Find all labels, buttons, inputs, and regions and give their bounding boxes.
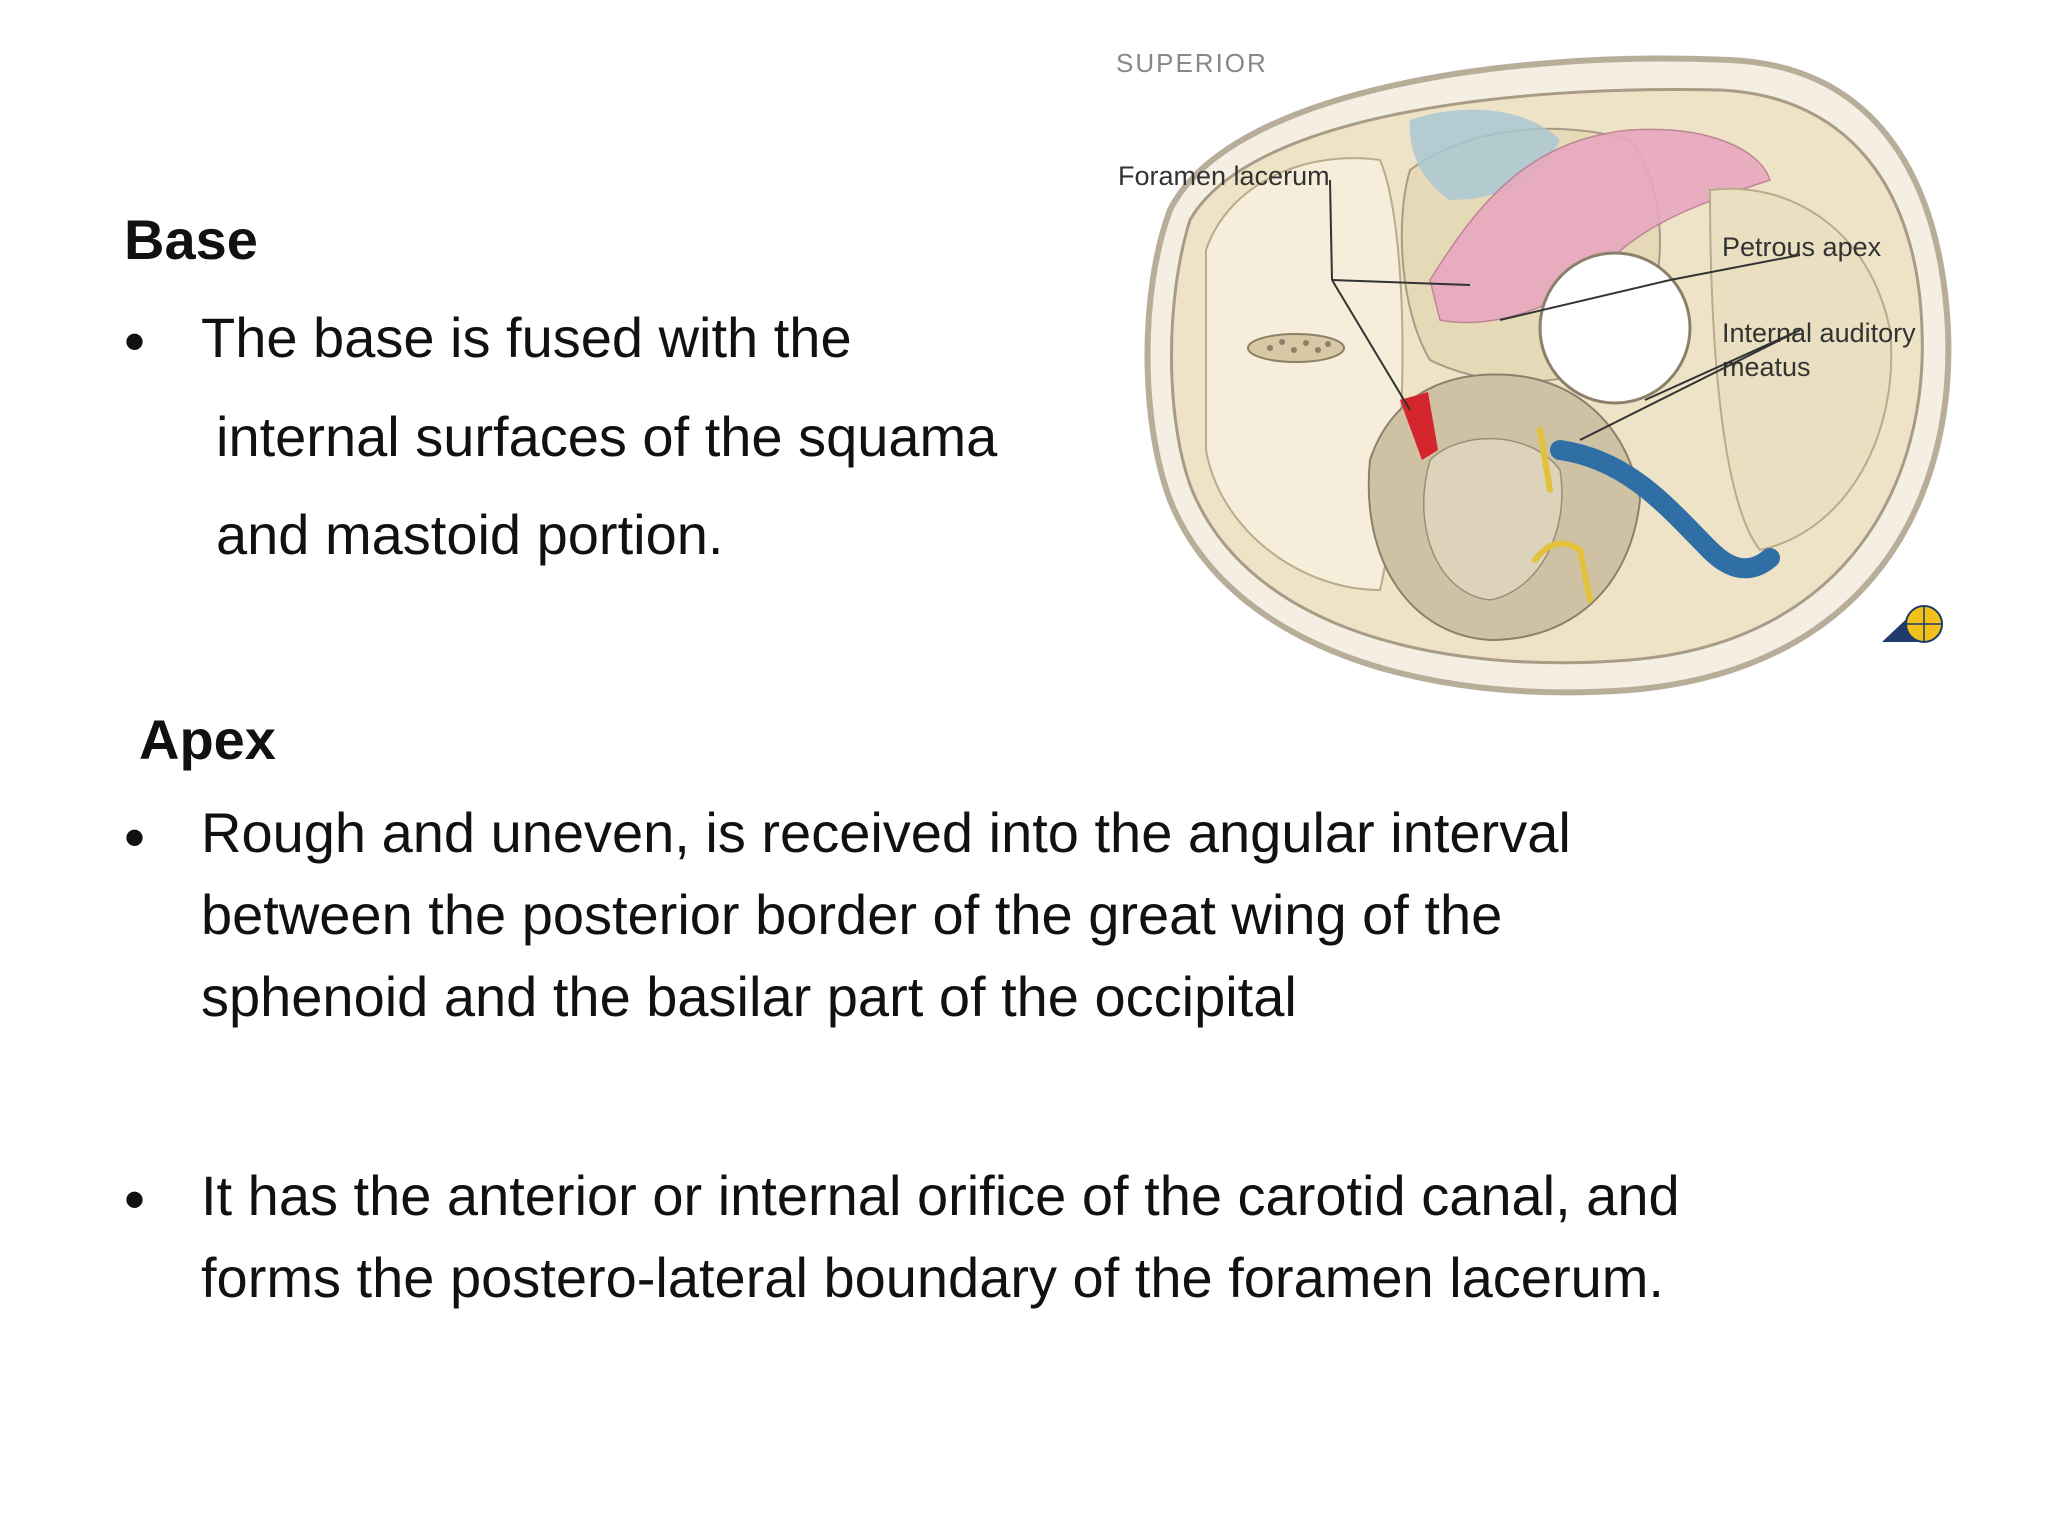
- base-heading: Base: [124, 208, 258, 271]
- base-bullet-symbol: •: [124, 308, 146, 375]
- apex-bullet-2-symbol: •: [124, 1166, 146, 1233]
- foramen-lacerum-label: Foramen lacerum: [1118, 161, 1330, 191]
- base-text-line-2: internal surfaces of the squama: [216, 405, 998, 468]
- apex-bullet-1-line-3: sphenoid and the basilar part of the occ…: [201, 965, 1297, 1028]
- superior-label: SUPERIOR: [1116, 48, 1268, 78]
- base-text-line-3: and mastoid portion.: [216, 503, 724, 566]
- apex-bullet-2-line-2: forms the postero-lateral boundary of th…: [201, 1246, 1664, 1309]
- publisher-logo: [1882, 605, 1943, 643]
- skull-base-figure: SUPERIOR Foramen lacerum Petrous apex In…: [1110, 30, 1960, 710]
- lateral-fossa-right: [1708, 187, 1893, 552]
- apex-bullet-1-line-1: Rough and uneven, is received into the a…: [201, 801, 1571, 864]
- apex-heading: Apex: [139, 708, 276, 771]
- base-text-line-1: The base is fused with the: [201, 306, 852, 369]
- internal-auditory-meatus-label-2: meatus: [1722, 352, 1811, 382]
- apex-bullet-2-line-1: It has the anterior or internal orifice …: [201, 1164, 1680, 1227]
- nerve: [1532, 427, 1593, 603]
- internal-auditory-meatus-circle: [1538, 251, 1692, 405]
- internal-auditory-meatus-label-1: Internal auditory: [1722, 318, 1916, 348]
- foramen-magnum-area: [1422, 437, 1563, 601]
- petrous-apex-label: Petrous apex: [1722, 232, 1882, 262]
- skull-base-illustration: SUPERIOR Foramen lacerum Petrous apex In…: [1116, 48, 1952, 696]
- apex-bullet-1-line-2: between the posterior border of the grea…: [201, 883, 1503, 946]
- frontal-region: [1205, 157, 1404, 592]
- sigmoid-sinus: [1550, 440, 1780, 579]
- apex-bullet-1-symbol: •: [124, 804, 146, 871]
